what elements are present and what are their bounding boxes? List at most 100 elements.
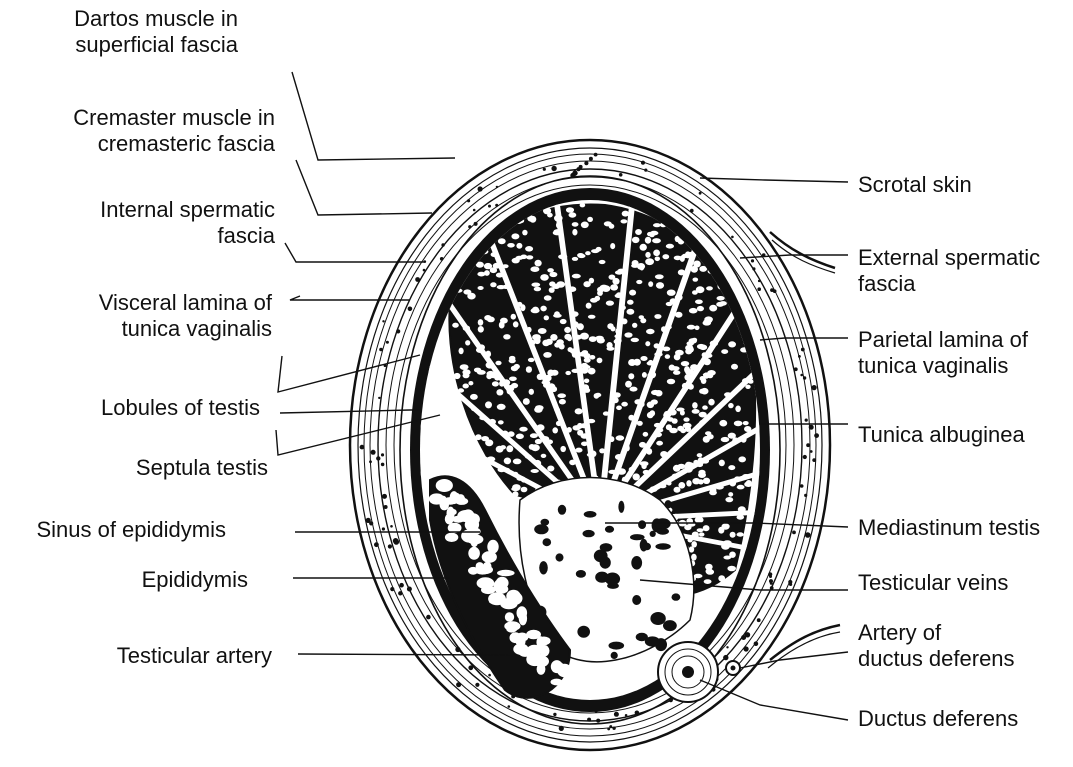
tubule	[649, 233, 655, 238]
tubule	[695, 300, 703, 305]
label-line: fascia	[858, 271, 1040, 297]
tubule	[463, 384, 469, 389]
tubule	[477, 370, 486, 375]
tubule	[559, 399, 566, 405]
tubule	[499, 322, 505, 329]
tubule	[653, 250, 660, 257]
tubule	[529, 389, 534, 395]
tubule	[691, 554, 697, 561]
tubule	[520, 254, 527, 259]
wall-texture-dot	[744, 646, 749, 651]
tubule	[597, 358, 603, 364]
tubule	[564, 327, 571, 333]
vein	[655, 543, 670, 549]
epididymis-duct	[505, 612, 514, 622]
tubule	[652, 238, 661, 243]
tubule	[526, 366, 532, 373]
label-line: Visceral lamina of	[0, 290, 272, 316]
tubule	[735, 406, 741, 413]
epididymis-duct	[518, 647, 532, 657]
vein	[631, 556, 642, 570]
wall-texture-dot	[426, 615, 431, 620]
epididymis-duct	[457, 494, 466, 505]
tubule	[478, 326, 484, 333]
wall-texture-dot	[805, 419, 808, 422]
label-mediastinum-testis: Mediastinum testis	[858, 515, 1040, 541]
tubule	[707, 434, 714, 439]
label-artery-of-ductus-deferens: Artery of ductus deferens	[858, 620, 1015, 672]
vein	[534, 524, 548, 534]
tubule	[572, 229, 577, 236]
tubule	[478, 319, 484, 326]
tubule	[484, 315, 491, 321]
tubule	[485, 401, 492, 408]
tubule	[701, 388, 709, 395]
tubule	[728, 492, 733, 497]
wall-texture-dot	[495, 204, 498, 207]
tubule	[531, 469, 539, 473]
tubule	[666, 424, 672, 430]
wall-texture-dot	[758, 280, 760, 282]
wall-texture-dot	[723, 655, 728, 660]
wall-texture-dot	[371, 450, 376, 455]
tubule	[511, 487, 520, 491]
tubule	[490, 267, 497, 273]
tubule	[509, 377, 517, 382]
tubule	[507, 243, 515, 248]
tubule	[734, 421, 743, 427]
epididymis-duct	[457, 510, 474, 522]
tubule	[547, 268, 554, 272]
tubule	[689, 308, 698, 314]
tubule	[462, 369, 470, 375]
tubule	[746, 480, 752, 487]
wall-texture-dot	[441, 243, 444, 246]
wall-texture-dot	[731, 236, 734, 239]
tubule	[651, 390, 660, 395]
vein	[665, 500, 672, 508]
tubule	[459, 348, 464, 355]
wall-texture-dot	[407, 587, 412, 592]
tubule	[719, 420, 727, 427]
label-tunica-albuginea: Tunica albuginea	[858, 422, 1025, 448]
tubule	[540, 274, 549, 281]
tubule	[645, 341, 650, 346]
tubule	[692, 409, 700, 414]
wall-texture-dot	[475, 683, 479, 687]
tubule	[468, 381, 473, 385]
wall-texture-dot	[366, 518, 371, 523]
tubule	[557, 282, 563, 288]
vein	[576, 570, 586, 578]
wall-texture-dot	[752, 267, 755, 270]
label-line: Ductus deferens	[858, 706, 1018, 732]
tubule	[595, 296, 601, 301]
epididymis-duct	[468, 547, 480, 560]
wall-texture-dot	[374, 542, 379, 547]
tubule	[667, 379, 675, 385]
tubule	[569, 212, 577, 217]
tubule	[498, 238, 506, 244]
tubule	[697, 344, 705, 349]
tubule	[635, 229, 642, 235]
wall-texture-dot	[488, 205, 491, 208]
tubule	[645, 252, 650, 258]
tubule	[544, 315, 549, 320]
label-epididymis: Epididymis	[0, 567, 248, 593]
tubule	[722, 523, 730, 529]
tubule	[506, 445, 513, 452]
tubule	[531, 444, 540, 451]
tubule	[492, 381, 499, 386]
vein	[577, 626, 590, 638]
tubule	[575, 408, 583, 414]
label-ductus-deferens: Ductus deferens	[858, 706, 1018, 732]
wall-texture-dot	[594, 153, 598, 157]
tubule	[511, 233, 519, 239]
tubule	[547, 213, 553, 218]
vein	[636, 633, 648, 641]
tubule	[616, 406, 622, 411]
tubule	[530, 216, 537, 223]
wall-texture-dot	[757, 618, 761, 622]
wall-texture-dot	[792, 531, 796, 535]
tubule	[607, 323, 613, 329]
label-line: Cremaster muscle in	[0, 105, 275, 131]
tubule	[452, 323, 459, 328]
